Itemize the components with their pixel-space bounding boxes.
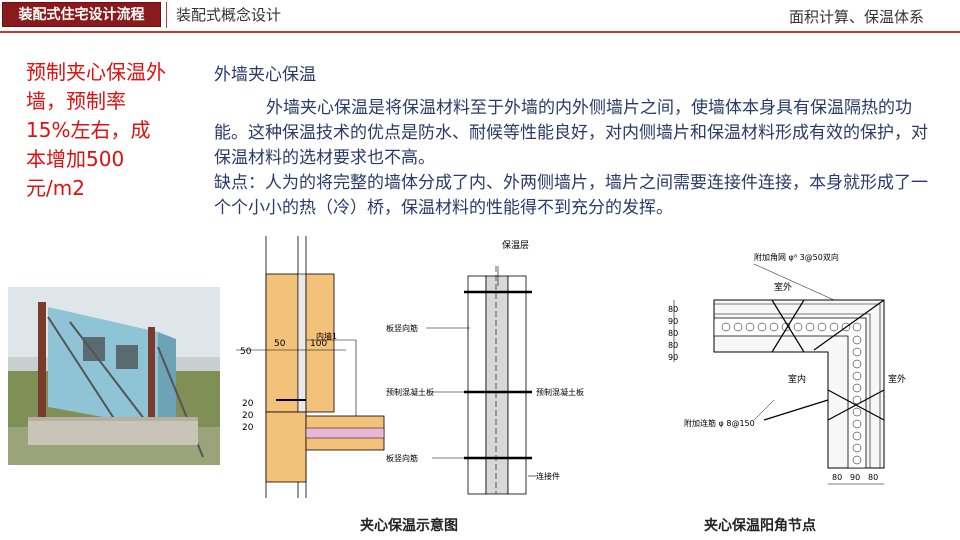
label-precast-right: 预制混凝土板 [536,387,584,397]
bottom-dim-2: 90 [850,473,860,482]
paragraph-advantages: 外墙夹心保温是将保温材料至于外墙的内外侧墙片之间，使墙体本身具有保温隔热的功能。… [214,98,928,168]
body-text: 外墙夹心保温是将保温材料至于外墙的内外侧墙片之间，使墙体本身具有保温隔热的功能。… [214,96,930,221]
topic-badge: 装配式住宅设计流程 [2,2,161,27]
paragraph-disadvantages: 缺点：人为的将完整的墙体分成了内、外两侧墙片，墙片之间需要连接件连接，本身就形成… [214,173,928,218]
precast-wall-photo [8,287,220,465]
section-heading: 外墙夹心保温 [214,65,316,85]
left-dim-5: 90 [668,353,678,362]
header-rule [0,31,960,33]
sandwich-insulation-diagram: 50 50 100 20 20 20 内墙1 保温层 板竖向筋 预制混凝土板 预… [236,236,584,498]
wall-slab-section [236,236,385,498]
header-section-title: 面积计算、保温体系 [788,8,924,26]
header-subtitle: 装配式概念设计 [176,6,282,24]
dim-label-20c: 20 [242,423,254,433]
left-dim-1: 80 [668,305,678,314]
label-inner-wall: 内墙1 [316,331,337,341]
dim-label-20a: 20 [242,399,254,409]
side-note: 预制夹心保温外墙，预制率15%左右，成本增加500元/m2 [26,60,166,200]
label-rebar-top: 板竖向筋 [386,323,418,333]
label-insulation: 保温层 [502,239,529,251]
figure1-caption: 夹心保温示意图 [360,518,458,534]
label-connector: 连接件 [536,471,560,481]
label-rebar-bottom: 板竖向筋 [386,453,418,463]
dim-label-20b: 20 [242,411,254,421]
insulation-hatch [721,322,862,465]
dim-label-100: 100 [310,339,327,349]
dim-label-50-right: 50 [274,339,286,349]
header-bar: 装配式住宅设计流程 装配式概念设计 面积计算、保温体系 [0,0,960,31]
corner-node-diagram: 附加角网 φ⁸ 3@50双向 室外 室内 室外 附加连筋 φ 8@150 80 … [668,252,906,485]
bottom-dim-3: 80 [868,473,878,482]
figure2-caption: 夹心保温阳角节点 [704,518,816,534]
bottom-dim-1: 80 [832,473,842,482]
label-mesh: 附加角网 φ⁸ 3@50双向 [754,252,839,262]
left-dim-4: 80 [668,341,678,350]
label-outdoor-top: 室外 [774,281,792,293]
left-dim-2: 90 [668,317,678,326]
label-outdoor-right: 室外 [888,373,906,385]
label-precast-left: 预制混凝土板 [386,387,434,397]
rebar-lines [763,299,885,421]
header-divider [166,2,167,28]
label-rebar-connect: 附加连筋 φ 8@150 [684,418,755,428]
label-indoor: 室内 [788,373,806,385]
left-dim-3: 80 [668,329,678,338]
sandwich-layer-section [426,266,536,495]
corner-walls [713,299,885,469]
dim-label-50-left: 50 [240,347,252,357]
